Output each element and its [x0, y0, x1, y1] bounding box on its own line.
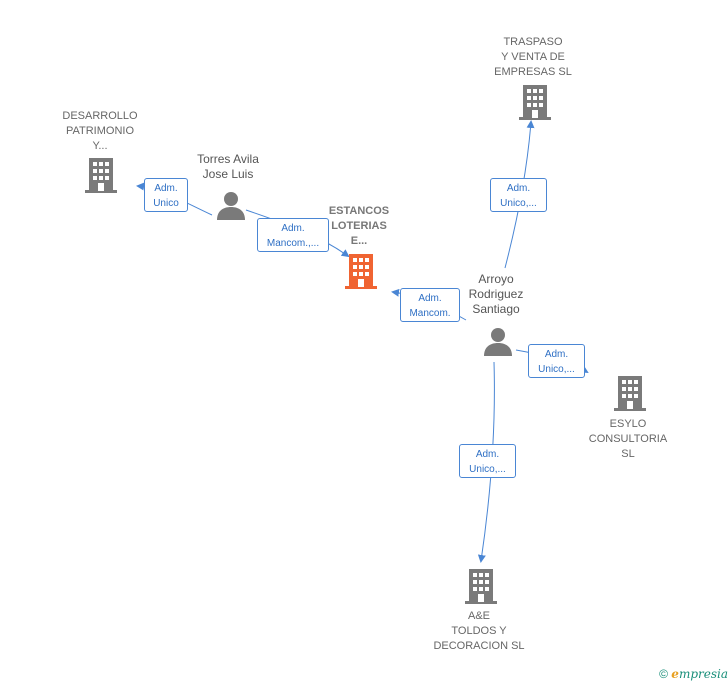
- brand-name: mpresia: [678, 667, 728, 681]
- building-icon: [345, 254, 377, 289]
- person-icon: [484, 328, 512, 356]
- company-label-aye[interactable]: A&E TOLDOS Y DECORACION SL: [433, 610, 525, 652]
- brand-initial: e: [671, 667, 679, 681]
- role-box-arroyo-traspaso[interactable]: Adm. Unico,...: [490, 178, 547, 212]
- role-line: Adm.: [154, 183, 178, 194]
- building-icon: [465, 569, 497, 604]
- company-label-traspaso[interactable]: TRASPASO Y VENTA DE EMPRESAS SL: [494, 36, 572, 78]
- role-box-torres-estancos[interactable]: Adm. Mancom.,...: [257, 218, 329, 252]
- role-line: Mancom.,...: [266, 238, 320, 249]
- role-line: Adm.: [544, 349, 569, 360]
- role-box-arroyo-esylo[interactable]: Adm. Unico,...: [528, 344, 585, 378]
- role-line: Unico: [153, 198, 179, 209]
- company-label-esylo[interactable]: ESYLO CONSULTORIA SL: [588, 418, 668, 460]
- person-label-arroyo[interactable]: Arroyo Rodriguez Santiago: [468, 272, 524, 316]
- role-line: Adm.: [475, 449, 500, 460]
- building-icon: [85, 158, 117, 193]
- role-line: Mancom.: [409, 308, 451, 319]
- role-box-arroyo-estancos[interactable]: Adm. Mancom.: [400, 288, 460, 322]
- company-label-estancos[interactable]: ESTANCOS LOTERIAS E...: [328, 205, 390, 247]
- role-line: Adm.: [281, 223, 305, 234]
- company-label-desarrollo[interactable]: DESARROLLO PATRIMONIO Y...: [62, 110, 138, 152]
- empresia-footer: © empresia: [659, 667, 728, 681]
- person-label-torres[interactable]: Torres Avila Jose Luis: [197, 152, 259, 181]
- person-icon: [217, 192, 245, 220]
- role-box-torres-desarrollo[interactable]: Adm. Unico: [144, 178, 188, 212]
- building-icon: [519, 85, 551, 120]
- copyright-symbol: ©: [659, 667, 668, 681]
- role-line: Adm.: [418, 293, 442, 304]
- role-line: Adm.: [506, 183, 531, 194]
- building-icon: [614, 376, 646, 411]
- role-line: Unico,...: [469, 464, 506, 475]
- role-line: Unico,...: [500, 198, 537, 209]
- role-box-arroyo-aye[interactable]: Adm. Unico,...: [459, 444, 516, 478]
- role-line: Unico,...: [538, 364, 575, 375]
